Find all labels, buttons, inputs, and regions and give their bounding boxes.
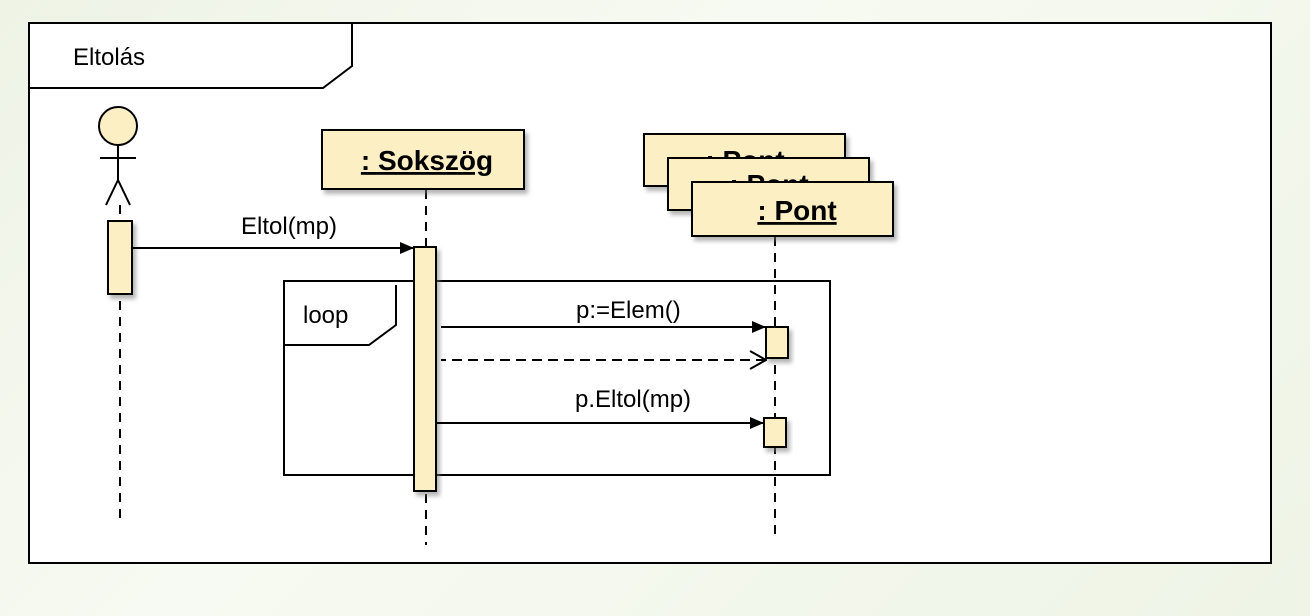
loop-fragment [283, 280, 831, 476]
frame-title-tab [29, 23, 353, 89]
pont-object-box-front [691, 181, 894, 237]
loop-fragment-tab [284, 285, 397, 346]
loop-operator-label: loop [303, 302, 348, 329]
sokszog-object-label: : Sokszög [361, 145, 493, 176]
message-eltol-label: Eltol(mp) [241, 213, 337, 240]
sokszog-activation [413, 246, 437, 492]
diagram-frame [28, 22, 1272, 564]
actor-activation [107, 220, 133, 295]
frame-title: Eltolás [73, 44, 145, 71]
pont-activation-elem [765, 326, 789, 359]
message-p-eltol-label: p.Eltol(mp) [575, 386, 691, 413]
actor-head-icon [98, 106, 138, 146]
actor [98, 106, 138, 206]
pont-activation-eltol [763, 417, 787, 448]
message-elem-label: p:=Elem() [576, 297, 681, 324]
pont-object-label-front: : Pont [757, 195, 836, 226]
sokszog-object-box [321, 129, 525, 190]
